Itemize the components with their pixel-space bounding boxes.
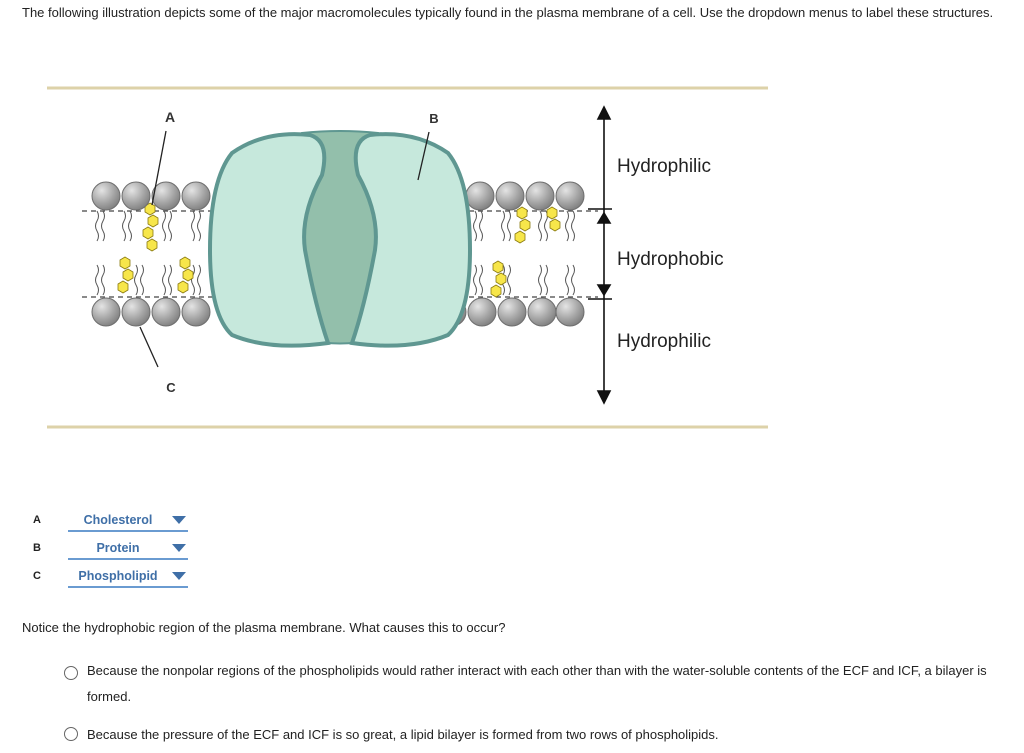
transmembrane-protein: [207, 130, 473, 348]
dropdown-select-c[interactable]: Phospholipid: [68, 568, 188, 588]
region-label-middle: Hydrophobic: [617, 249, 724, 270]
question-text: Notice the hydrophobic region of the pla…: [22, 620, 506, 635]
label-b: B: [429, 111, 438, 126]
lipid-tails-left: [95, 210, 201, 296]
dropdown-row-b: B Protein: [0, 538, 200, 562]
lipid-tails-right: [473, 210, 575, 296]
dropdown-letter-b: B: [33, 542, 41, 554]
chevron-down-icon: [172, 572, 186, 580]
radio-button-1[interactable]: [64, 666, 78, 680]
radio-button-2[interactable]: [64, 727, 78, 741]
phospholipid-heads-top-right: [465, 181, 585, 211]
pointer-line-b: [417, 131, 430, 181]
region-label-top: Hydrophilic: [617, 156, 711, 177]
protein-right-lobe: [349, 132, 473, 348]
pointer-line-c: [139, 326, 159, 368]
answer-option-2[interactable]: Because the pressure of the ECF and ICF …: [64, 722, 994, 748]
dropdown-letter-c: C: [33, 570, 41, 582]
chevron-down-icon: [172, 516, 186, 524]
label-c: C: [166, 380, 176, 395]
dropdown-select-a[interactable]: Cholesterol: [68, 512, 188, 532]
intro-text: The following illustration depicts some …: [22, 5, 994, 20]
pointer-line-a: [151, 130, 167, 206]
dropdown-letter-a: A: [33, 514, 41, 526]
dropdown-value-b: Protein: [96, 541, 140, 555]
phospholipid-heads-bottom-left: [91, 297, 211, 327]
membrane-figure: A B C Hydrophilic Hydrophobic Hydrophili…: [0, 75, 800, 445]
phospholipid-heads-top-left: [91, 181, 211, 211]
answer-option-2-text: Because the pressure of the ECF and ICF …: [87, 727, 719, 742]
dropdown-row-a: A Cholesterol: [0, 510, 200, 534]
label-a: A: [165, 109, 175, 125]
region-arrows: [588, 105, 612, 405]
chevron-down-icon: [172, 544, 186, 552]
answer-option-1-text: Because the nonpolar regions of the phos…: [87, 663, 987, 704]
protein-left-lobe: [207, 132, 331, 348]
dropdown-value-c: Phospholipid: [78, 569, 158, 583]
membrane-illustration: A B C Hydrophilic Hydrophobic Hydrophili…: [47, 86, 768, 429]
dropdown-row-c: C Phospholipid: [0, 566, 200, 590]
dropdown-value-a: Cholesterol: [83, 513, 153, 527]
dropdown-select-b[interactable]: Protein: [68, 540, 188, 560]
region-label-bottom: Hydrophilic: [617, 331, 711, 352]
answer-option-1[interactable]: Because the nonpolar regions of the phos…: [64, 658, 994, 710]
cholesterol-molecules: [117, 202, 561, 298]
